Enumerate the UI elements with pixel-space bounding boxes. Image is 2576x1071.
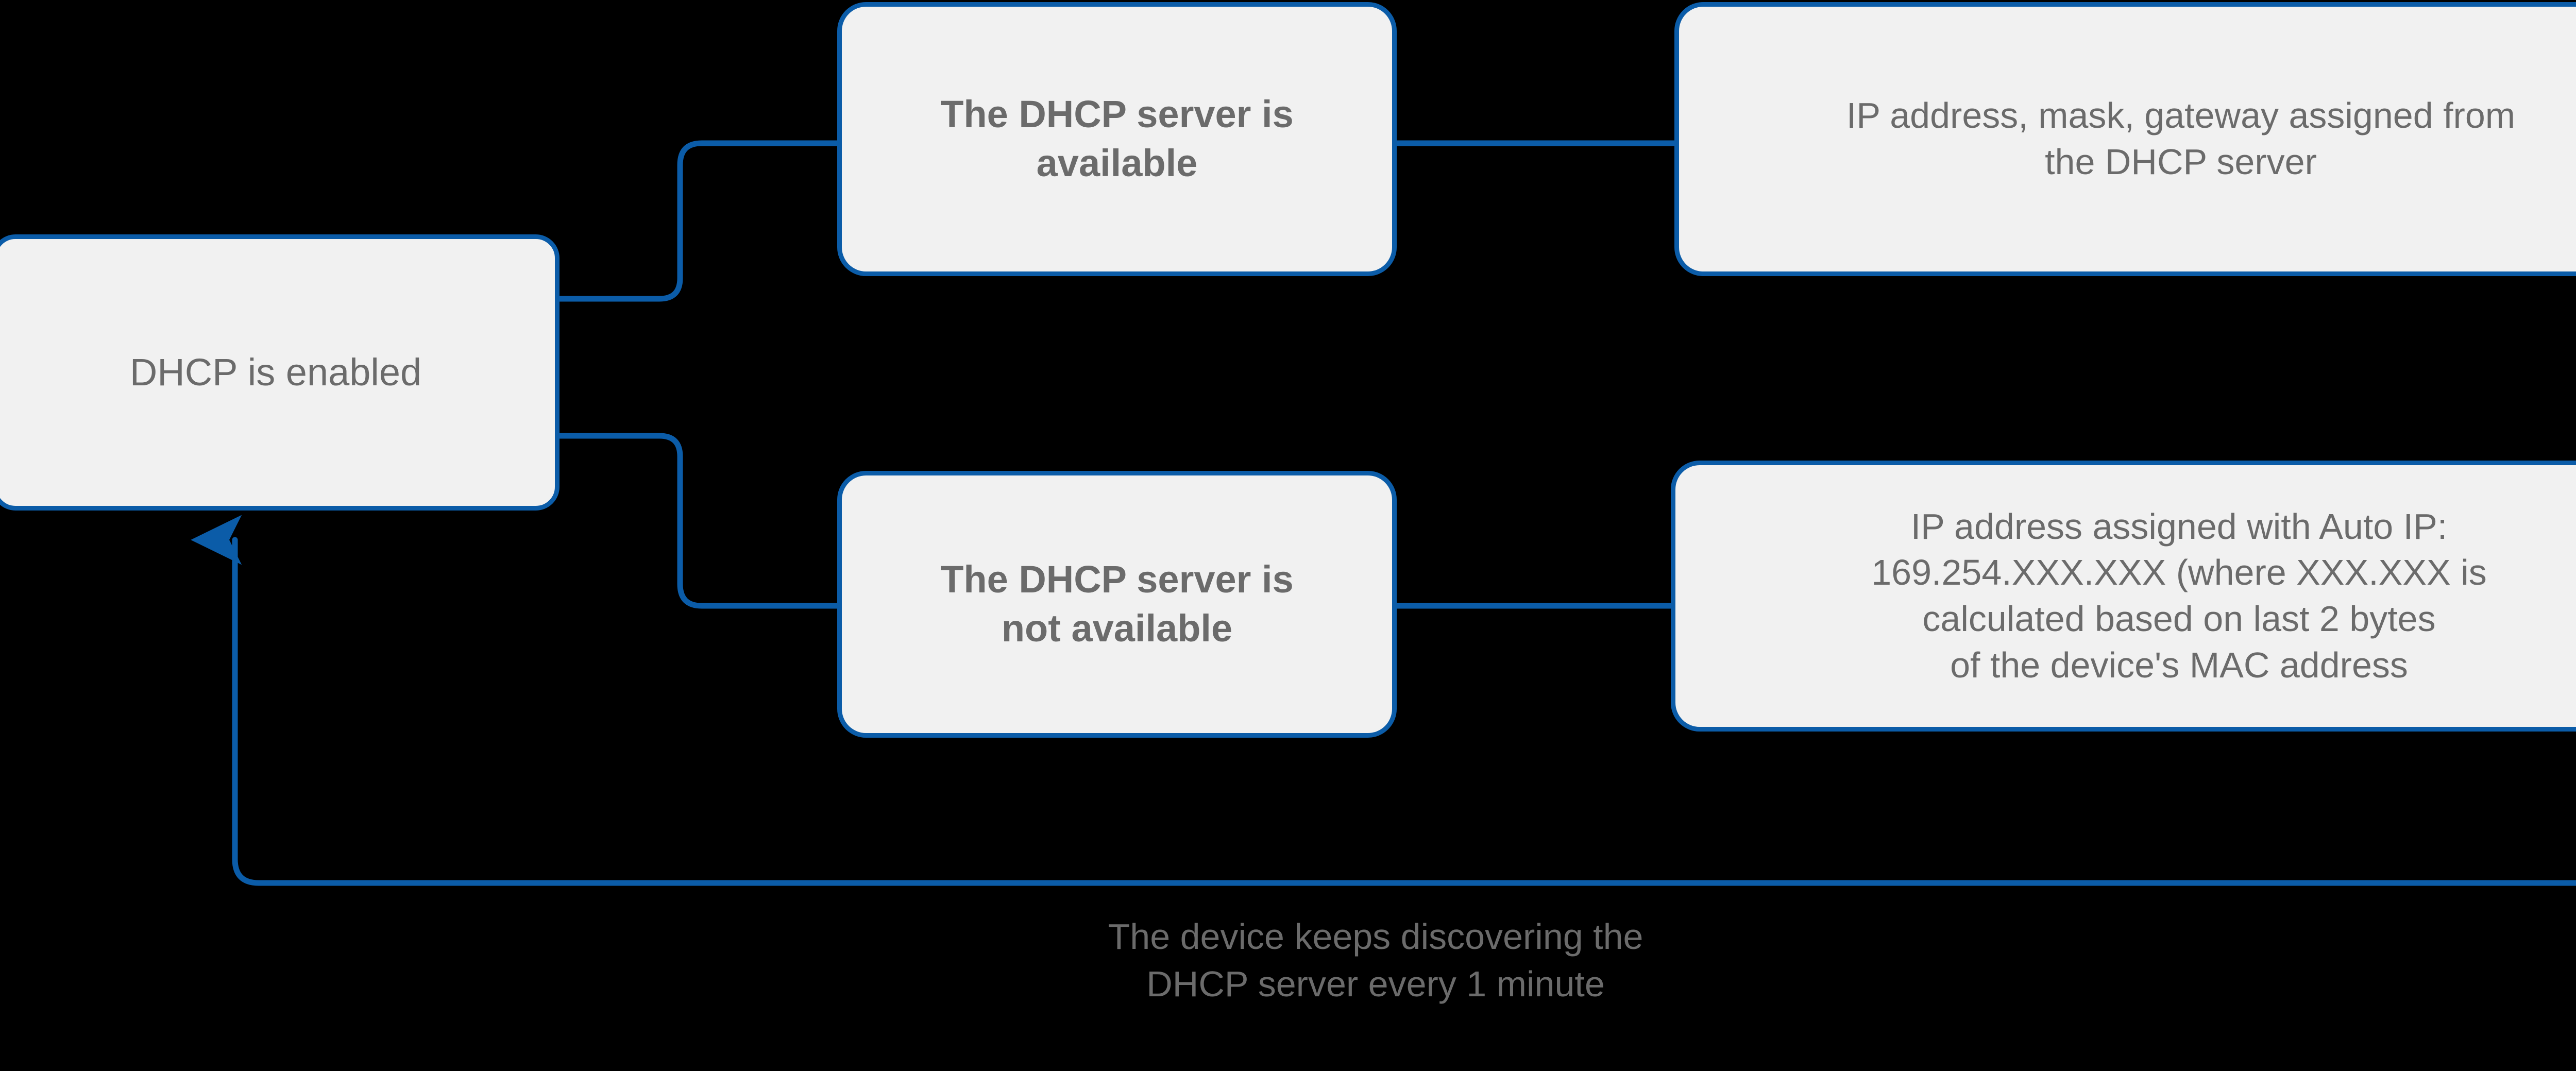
node-dhcp-enabled[interactable]: DHCP is enabled [0,234,560,511]
node-dhcp-assigned-label: IP address, mask, gateway assigned from … [1846,95,2516,182]
node-autoip-assigned-result[interactable]: IP address assigned with Auto IP: 169.25… [1671,461,2576,732]
node-server-available[interactable]: The DHCP server is available [837,2,1397,276]
edge-enabled-to-available [556,140,841,302]
edge-enabled-to-not-available [556,433,841,609]
node-dhcp-assigned-result[interactable]: IP address, mask, gateway assigned from … [1674,2,2576,276]
node-dhcp-enabled-label: DHCP is enabled [129,350,422,394]
node-server-not-available[interactable]: The DHCP server is not available [837,471,1397,738]
node-server-available-label: The DHCP server is available [940,93,1294,184]
node-autoip-assigned-label: IP address assigned with Auto IP: 169.25… [1871,506,2487,685]
loop-caption: The device keeps discovering the DHCP se… [1108,916,1643,1005]
node-server-not-available-label: The DHCP server is not available [940,558,1294,650]
